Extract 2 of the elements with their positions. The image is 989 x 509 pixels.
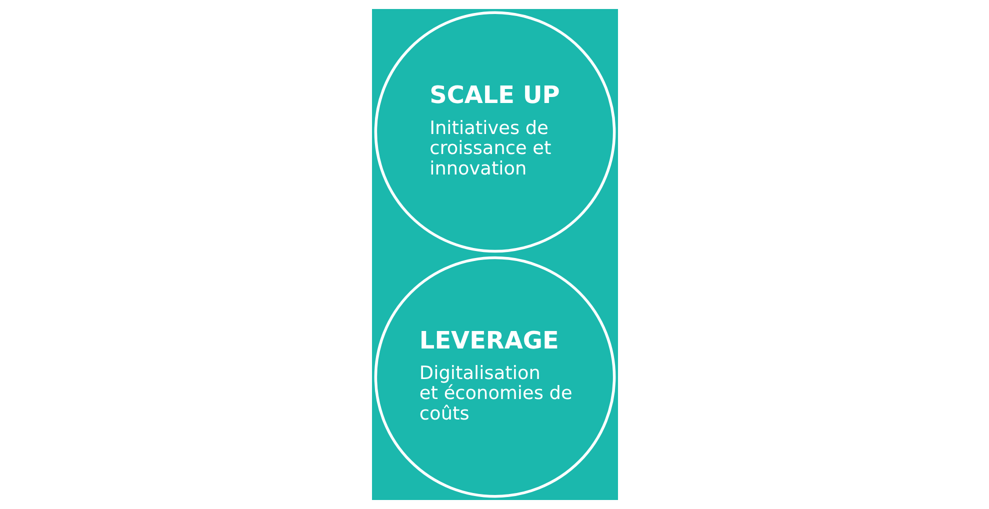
node-circle: SCALE UP Initiatives de croissance et innovation [374,11,616,253]
node-circle: LEVERAGE Digitalisation et économies de coûts [374,256,616,498]
